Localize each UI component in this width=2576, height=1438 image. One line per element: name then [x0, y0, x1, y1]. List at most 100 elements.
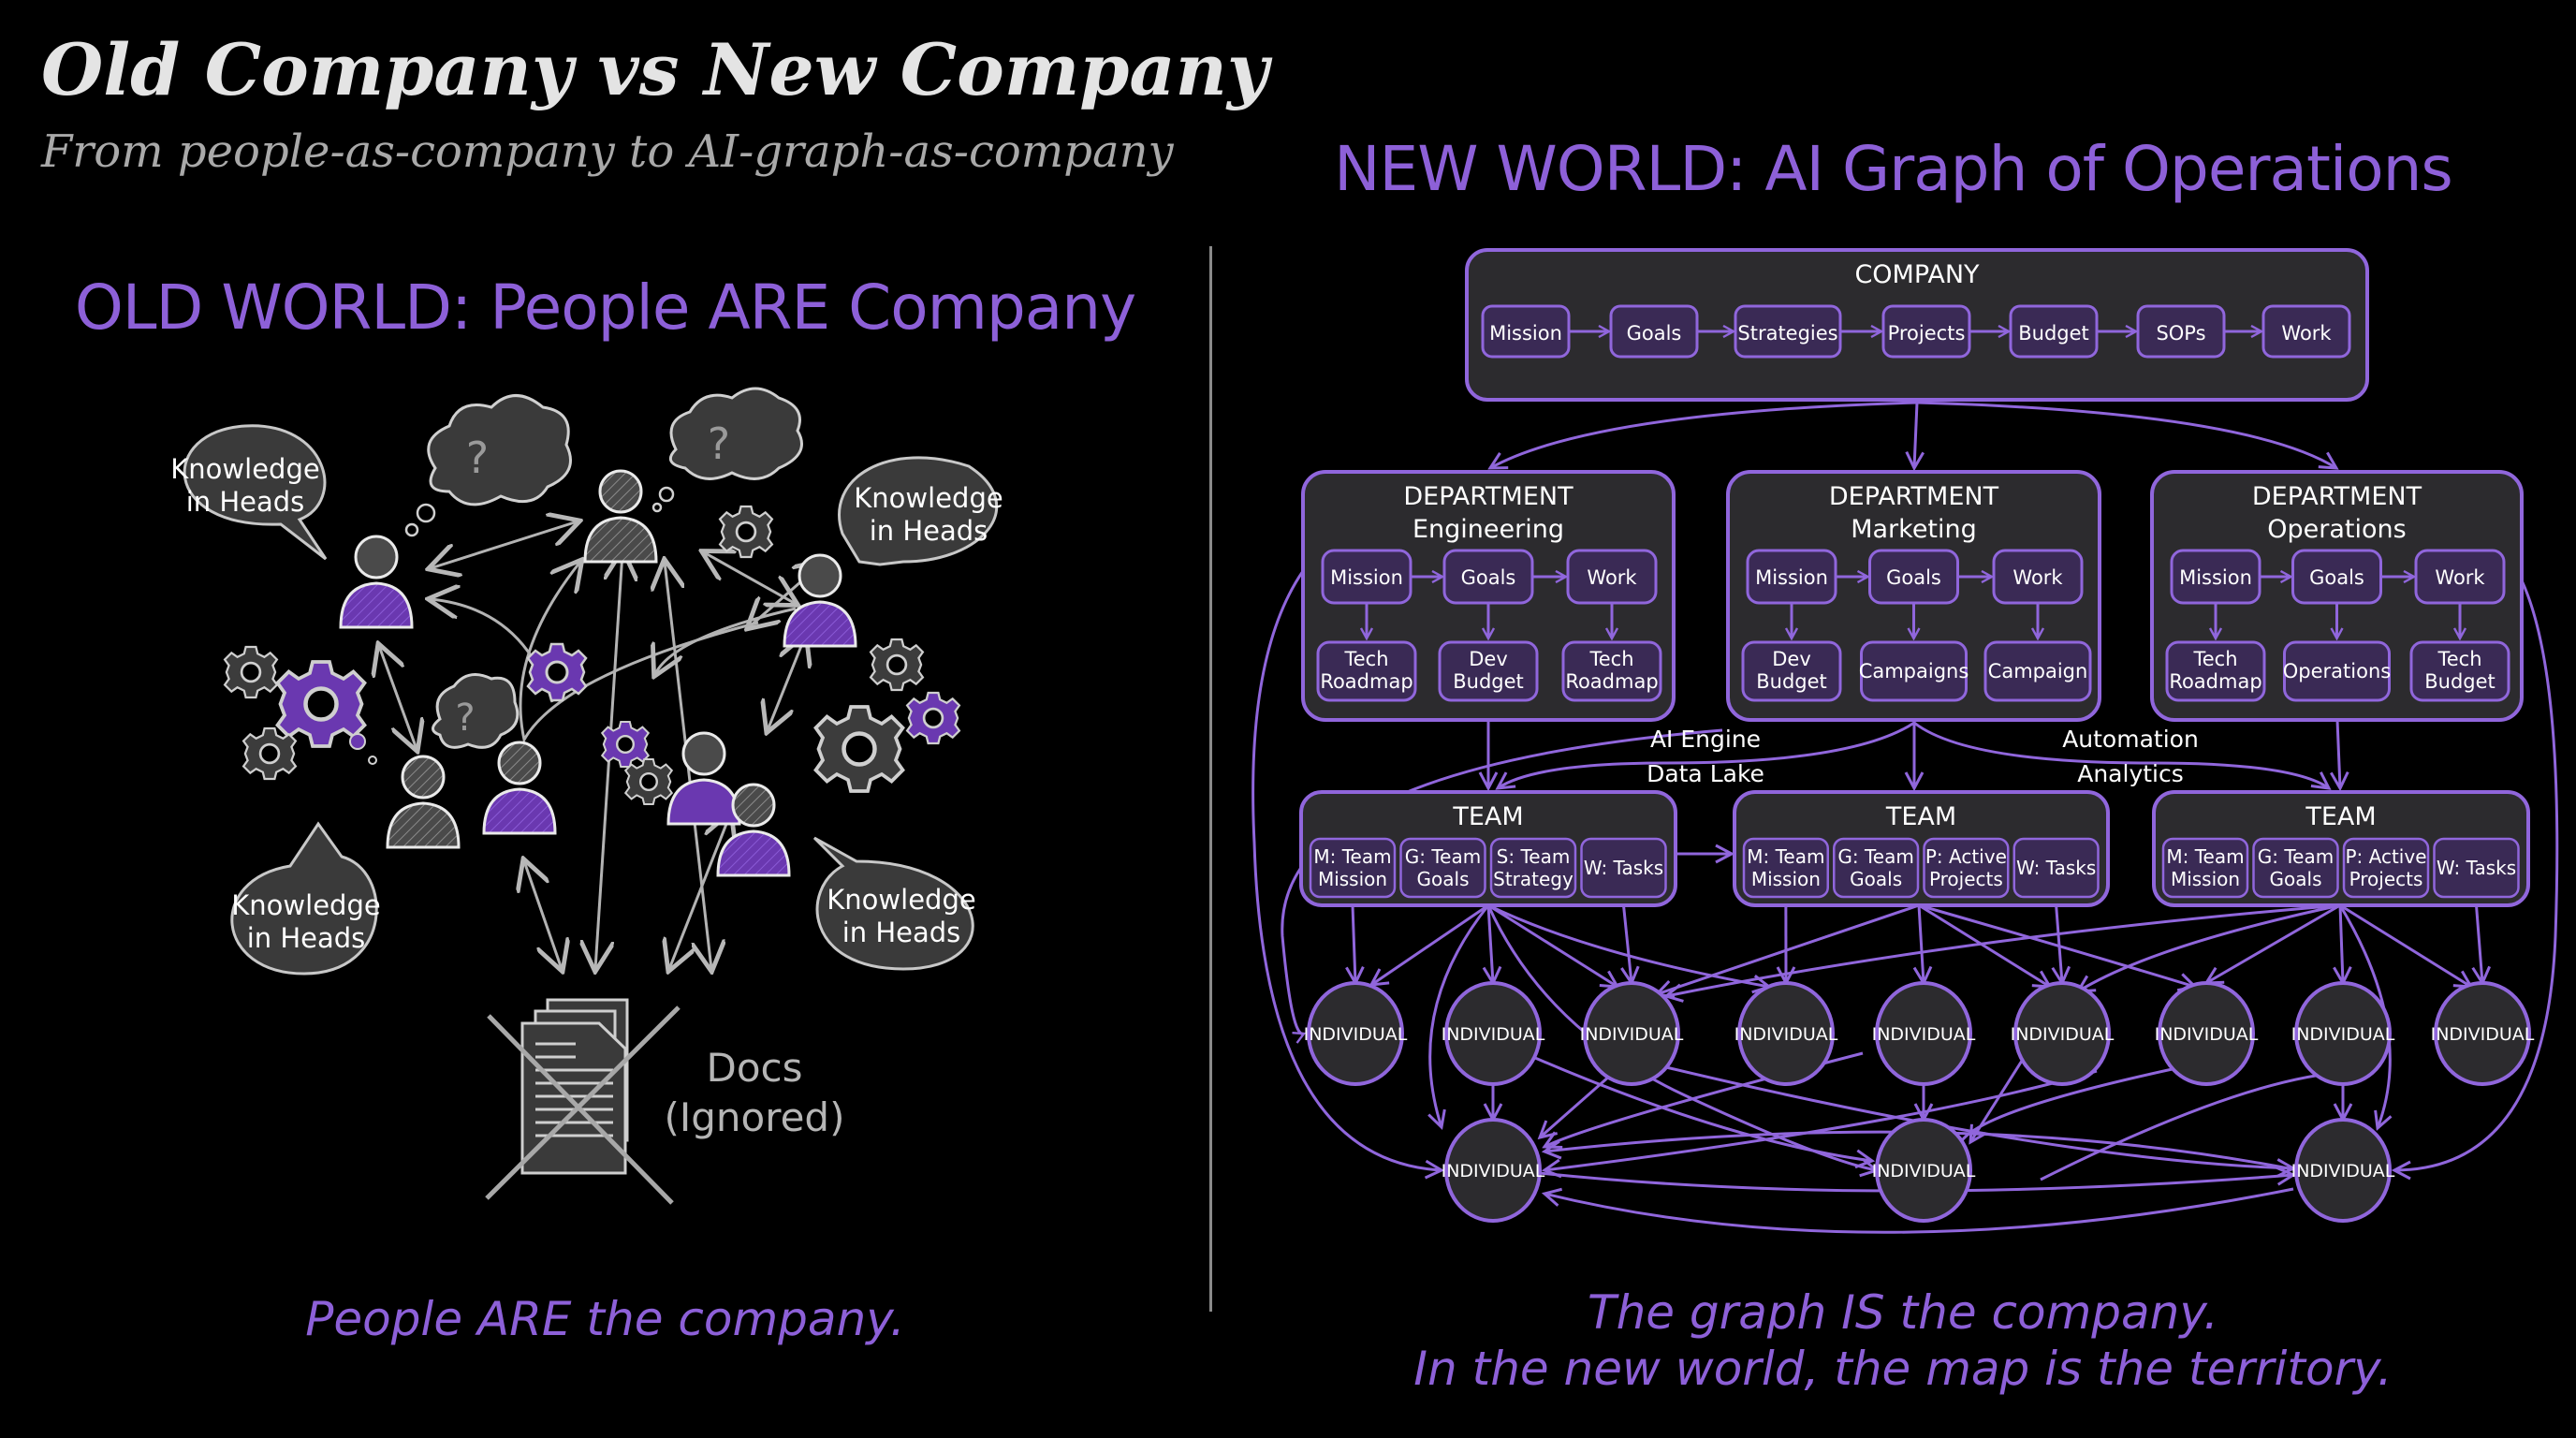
graph-edge — [2477, 904, 2483, 983]
graph-edge — [1916, 401, 2336, 468]
svg-text:INDIVIDUAL: INDIVIDUAL — [1734, 1024, 1838, 1045]
individual-node: INDIVIDUAL — [1442, 1118, 1545, 1223]
svg-text:Mission: Mission — [1318, 868, 1387, 890]
graph-edge — [2340, 904, 2343, 983]
graph-edge — [1665, 1065, 2293, 1168]
svg-text:Operations: Operations — [2283, 660, 2391, 682]
department-name: Engineering — [1412, 515, 1564, 544]
speech-bubble-icon: Knowledge in Heads — [170, 424, 328, 561]
person-icon — [583, 469, 658, 564]
graph-edge — [1918, 903, 2195, 987]
graph-edge — [1544, 1187, 2294, 1234]
page-subtitle: From people-as-company to AI-graph-as-co… — [41, 125, 1174, 178]
graph-edge — [2078, 903, 2341, 991]
svg-text:INDIVIDUAL: INDIVIDUAL — [1872, 1161, 1976, 1181]
graph-edge — [1371, 903, 1489, 985]
new-world-caption: The graph IS the company. In the new wor… — [1210, 1284, 2576, 1397]
svg-text:Tech: Tech — [2192, 648, 2237, 670]
graph-edge — [1487, 903, 1617, 987]
flow-label-analytics: Analytics — [2077, 760, 2184, 787]
department-name: Operations — [2267, 515, 2406, 544]
svg-text:G: Team: G: Team — [1837, 845, 1913, 868]
individual-node: INDIVIDUAL — [2155, 981, 2259, 1086]
speech-bubble-icon: Knowledge in Heads — [230, 821, 381, 976]
graph-edge — [1913, 721, 2329, 788]
svg-text:INDIVIDUAL: INDIVIDUAL — [1442, 1024, 1545, 1045]
individual-node: INDIVIDUAL — [1580, 981, 1684, 1086]
graph-edge — [1657, 903, 1920, 994]
individual-node: INDIVIDUAL — [1304, 981, 1408, 1086]
svg-text:P: Active: P: Active — [1925, 845, 2007, 868]
svg-text:W: Tasks: W: Tasks — [2016, 857, 2096, 879]
svg-text:W: Tasks: W: Tasks — [1584, 857, 1663, 879]
svg-text:Roadmap: Roadmap — [2169, 670, 2261, 693]
svg-text:Mission: Mission — [2171, 868, 2240, 890]
svg-text:?: ? — [708, 418, 730, 469]
svg-text:S: Team: S: Team — [1497, 845, 1571, 868]
old-world-sketch: ? ? ? — [170, 387, 1003, 1205]
svg-text:INDIVIDUAL: INDIVIDUAL — [2011, 1024, 2115, 1045]
svg-text:M: Team: M: Team — [1747, 845, 1824, 868]
graph-edge — [1490, 401, 1918, 468]
svg-text:INDIVIDUAL: INDIVIDUAL — [1304, 1024, 1408, 1045]
svg-text:Budget: Budget — [2018, 322, 2089, 345]
svg-text:Work: Work — [2012, 566, 2063, 589]
graph-edge — [1498, 721, 1915, 788]
svg-text:Goals: Goals — [1461, 566, 1516, 589]
svg-text:in Heads: in Heads — [247, 922, 366, 954]
individual-node: INDIVIDUAL — [2291, 981, 2395, 1086]
company-step-budget: Budget — [2009, 304, 2099, 359]
svg-text:Goals: Goals — [1627, 322, 1682, 345]
docs-ignored-label: (Ignored) — [665, 1094, 845, 1140]
svg-text:Work: Work — [2281, 322, 2332, 345]
svg-text:Knowledge: Knowledge — [170, 453, 319, 485]
graph-edge — [1251, 570, 1442, 1170]
individual-node: INDIVIDUAL — [1872, 981, 1976, 1086]
old-world-heading: OLD WORLD: People ARE Company — [74, 271, 1136, 344]
individual-node: INDIVIDUAL — [1734, 981, 1838, 1086]
graph-edge — [1488, 904, 1493, 983]
svg-text:M: Team: M: Team — [1313, 845, 1391, 868]
svg-text:Projects: Projects — [1929, 868, 2003, 890]
svg-text:INDIVIDUAL: INDIVIDUAL — [1872, 1024, 1976, 1045]
svg-text:Goals: Goals — [1417, 868, 1470, 890]
svg-text:Goals: Goals — [2309, 566, 2364, 589]
department-title: DEPARTMENT — [1829, 482, 1999, 511]
svg-text:Mission: Mission — [1751, 868, 1821, 890]
team-title: TEAM — [1452, 802, 1523, 831]
person-icon — [482, 741, 557, 835]
section-divider — [1209, 246, 1212, 1312]
company-step-sops: SOPs — [2136, 304, 2226, 359]
graph-edge — [1540, 1074, 1611, 1137]
svg-text:Work: Work — [1587, 566, 1637, 589]
flow-label-data-lake: Data Lake — [1647, 760, 1764, 787]
new-world-heading: NEW WORLD: AI Graph of Operations — [1334, 133, 2453, 205]
svg-text:Tech: Tech — [1343, 648, 1388, 670]
graph-edge — [2394, 580, 2559, 1170]
individual-node: INDIVIDUAL — [1442, 981, 1545, 1086]
svg-text:Tech: Tech — [2437, 648, 2481, 670]
svg-text:Roadmap: Roadmap — [1565, 670, 1658, 693]
svg-text:in Heads: in Heads — [870, 515, 988, 547]
graph-edge — [1914, 402, 1917, 468]
individual-node: INDIVIDUAL — [2291, 1118, 2395, 1223]
page-title: Old Company vs New Company — [41, 28, 1269, 111]
svg-text:INDIVIDUAL: INDIVIDUAL — [1580, 1024, 1684, 1045]
graph-edge — [1486, 904, 1877, 1170]
graph-edge — [1487, 903, 1769, 987]
individual-node: INDIVIDUAL — [1872, 1118, 1976, 1223]
svg-text:Mission: Mission — [1755, 566, 1828, 589]
svg-text:P: Active: P: Active — [2345, 845, 2426, 868]
svg-text:Dev: Dev — [1772, 648, 1811, 670]
svg-text:M: Team: M: Team — [2166, 845, 2244, 868]
graph-edge — [1918, 903, 2050, 987]
graph-edge — [2339, 903, 2471, 987]
department-name: Marketing — [1851, 515, 1977, 544]
svg-text:INDIVIDUAL: INDIVIDUAL — [1442, 1161, 1545, 1181]
svg-text:Mission: Mission — [1489, 322, 1562, 345]
svg-text:W: Tasks: W: Tasks — [2437, 857, 2516, 879]
department-marketing: DEPARTMENTMarketingMissionDevBudgetGoals… — [1726, 470, 2101, 722]
